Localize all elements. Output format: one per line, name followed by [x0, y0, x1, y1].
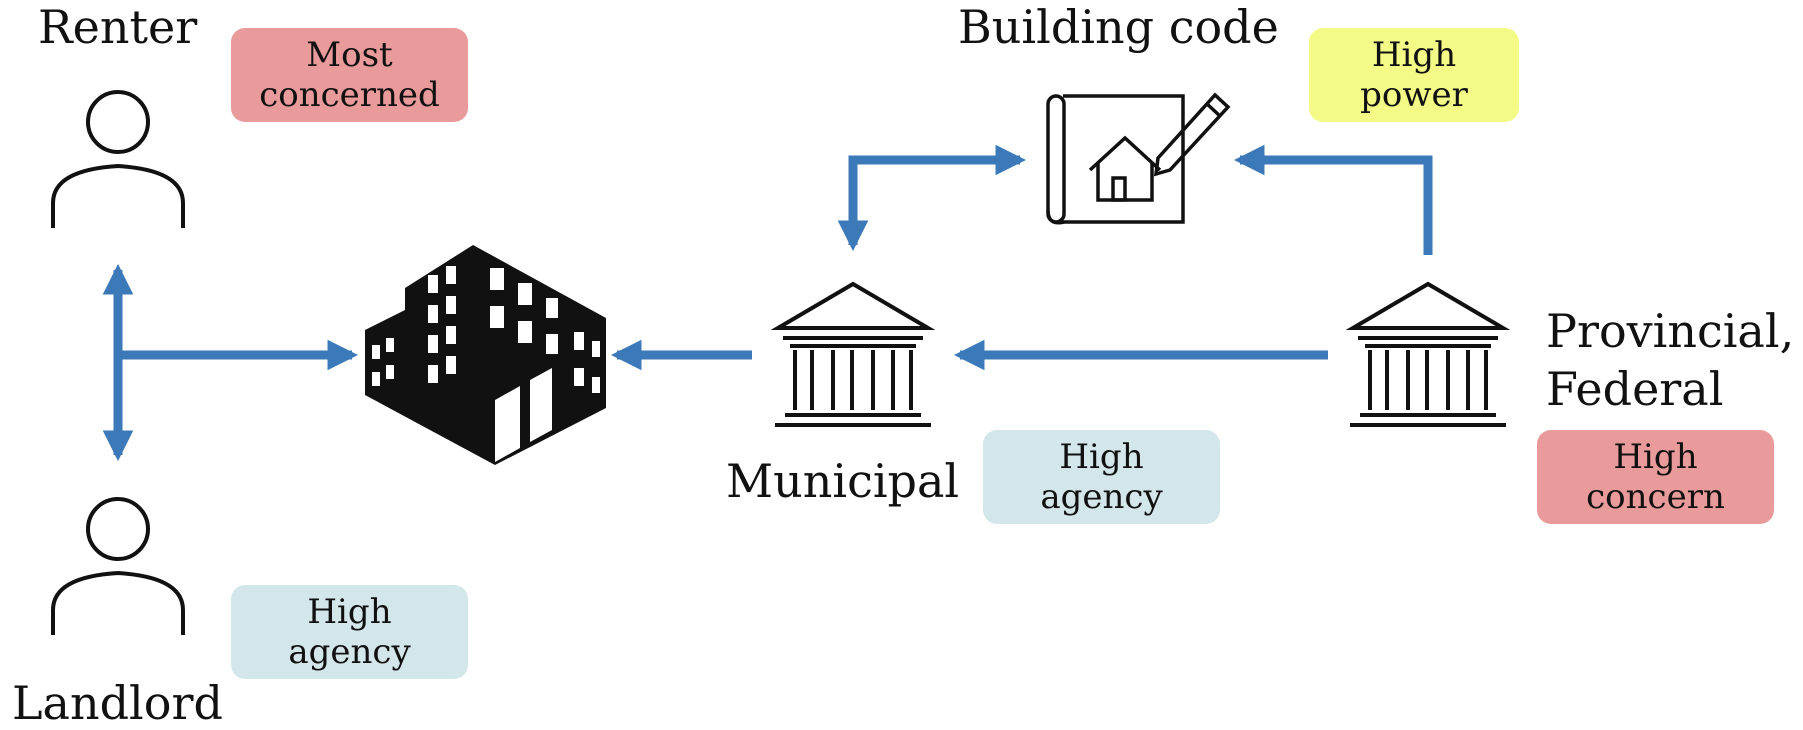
landlord-agency-badge: High agency — [231, 585, 468, 679]
provincial-concern-badge: High concern — [1537, 430, 1774, 524]
landlord-label: Landlord — [12, 676, 223, 730]
person-icon — [51, 497, 185, 635]
government-building-icon — [770, 281, 936, 427]
person-icon — [51, 90, 185, 228]
apartment-building-icon — [365, 245, 606, 465]
municipal-agency-badge: High agency — [983, 430, 1220, 524]
badge-line: agency — [1040, 477, 1163, 517]
badge-line: High — [1371, 35, 1457, 75]
provincial-to-code-arrow — [1233, 144, 1433, 255]
blueprint-pencil-icon — [1046, 92, 1231, 225]
badge-line: power — [1360, 75, 1468, 115]
provincial-label-line1: Provincial, — [1546, 304, 1795, 358]
municipal-label: Municipal — [726, 454, 960, 508]
building-code-power-badge: High power — [1309, 28, 1519, 122]
badge-line: agency — [288, 632, 411, 672]
renter-label: Renter — [38, 0, 198, 54]
renter-concern-badge: Most concerned — [231, 28, 468, 122]
badge-line: concern — [1586, 477, 1725, 517]
badge-line: concerned — [259, 75, 440, 115]
code-municipal-arrow — [837, 144, 1027, 252]
badge-line: Most — [306, 35, 393, 75]
badge-line: High — [1059, 437, 1144, 477]
building-code-label: Building code — [958, 0, 1279, 54]
government-building-icon — [1345, 281, 1511, 427]
badge-line: High — [1613, 437, 1698, 477]
provincial-label-line2: Federal — [1546, 362, 1724, 416]
badge-line: High — [307, 592, 392, 632]
